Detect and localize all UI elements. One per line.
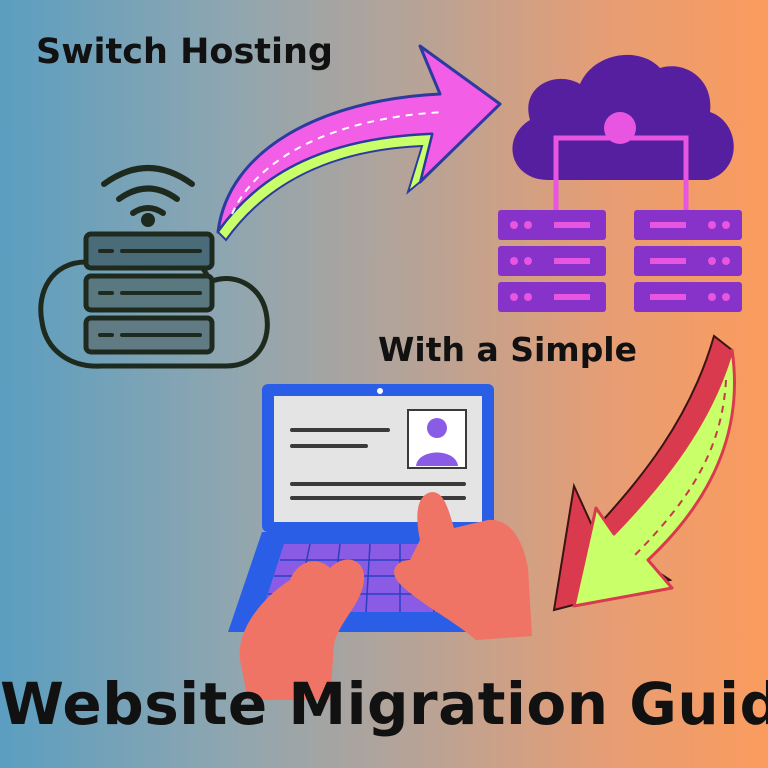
arrow-body bbox=[216, 44, 502, 234]
headline-with-a-simple: With a Simple bbox=[378, 330, 638, 369]
server-rack-left bbox=[498, 210, 606, 312]
laptop-with-hands-icon bbox=[228, 384, 532, 700]
wifi-server-cloud-icon bbox=[38, 165, 270, 369]
server-stack-icon bbox=[83, 231, 215, 355]
webcam-dot bbox=[377, 388, 383, 394]
curved-arrow-green bbox=[552, 334, 736, 612]
wifi-icon bbox=[101, 165, 195, 216]
arrow-hatched-edge bbox=[216, 132, 434, 242]
wifi-dot bbox=[141, 213, 155, 227]
headline-switch-hosting: Switch Hosting bbox=[36, 32, 333, 72]
connector-hub bbox=[604, 112, 636, 144]
left-hand bbox=[239, 559, 365, 700]
cloud-hosting-servers-icon bbox=[498, 54, 742, 312]
headline-website-migration-guide: Website Migration Guide bbox=[0, 670, 768, 738]
right-hand bbox=[394, 492, 532, 640]
arrow-body bbox=[572, 348, 736, 608]
curved-arrow-pink bbox=[216, 44, 502, 242]
server-rack-right bbox=[634, 210, 742, 312]
profile-card bbox=[407, 409, 467, 469]
